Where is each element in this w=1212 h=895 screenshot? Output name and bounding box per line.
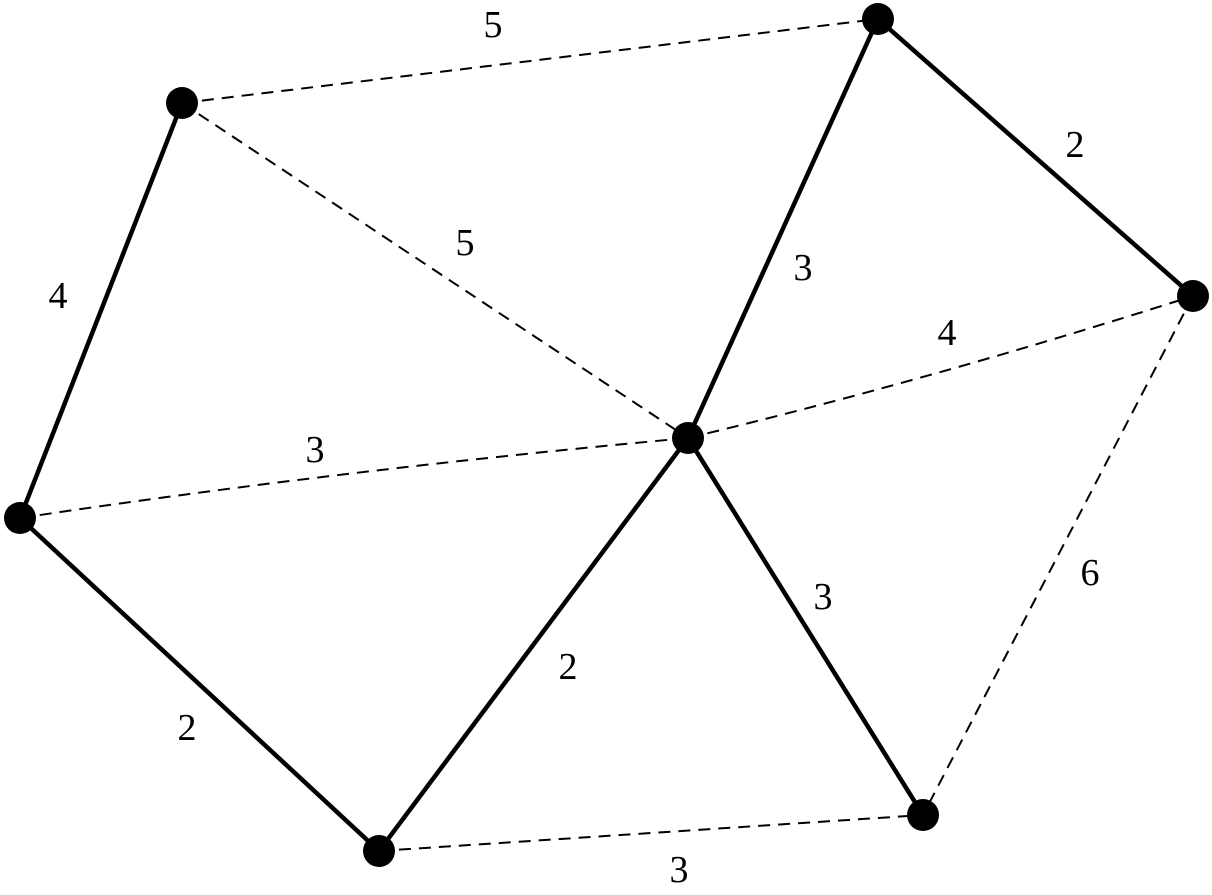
edge-B-C (876, 17, 1195, 298)
edge-weight-label-B-C: 2 (1066, 124, 1085, 166)
edge-weight-label-A-D: 5 (456, 222, 475, 264)
edge-C-G (922, 295, 1194, 816)
edge-weight-label-E-F: 2 (178, 707, 197, 749)
node-G (907, 799, 939, 831)
edge-F-G (378, 814, 924, 852)
node-C (1177, 280, 1209, 312)
node-F (363, 835, 395, 867)
edge-A-B (181, 18, 879, 104)
edge-F-D (377, 436, 690, 853)
edge-weight-label-D-C: 4 (938, 312, 957, 354)
edge-weight-label-C-G: 6 (1081, 552, 1100, 594)
node-A (166, 87, 198, 119)
node-E (4, 502, 36, 534)
edge-E-F (18, 516, 381, 853)
edge-A-E (17, 102, 185, 519)
node-B (862, 3, 894, 35)
edge-weight-label-F-D: 2 (559, 646, 578, 688)
edge-D-C (687, 295, 1194, 439)
edge-A-D (181, 102, 689, 439)
edge-weight-label-F-G: 3 (670, 849, 689, 891)
edge-D-G (686, 436, 925, 817)
edge-weight-label-A-B: 5 (484, 4, 503, 46)
node-D (672, 422, 704, 454)
edge-weight-label-E-D: 3 (306, 429, 325, 471)
edge-B-D (685, 18, 881, 439)
edge-weight-label-D-G: 3 (814, 576, 833, 618)
edge-E-D (19, 437, 689, 519)
edge-weight-label-A-E: 4 (49, 275, 68, 317)
edge-weight-label-B-D: 3 (794, 247, 813, 289)
